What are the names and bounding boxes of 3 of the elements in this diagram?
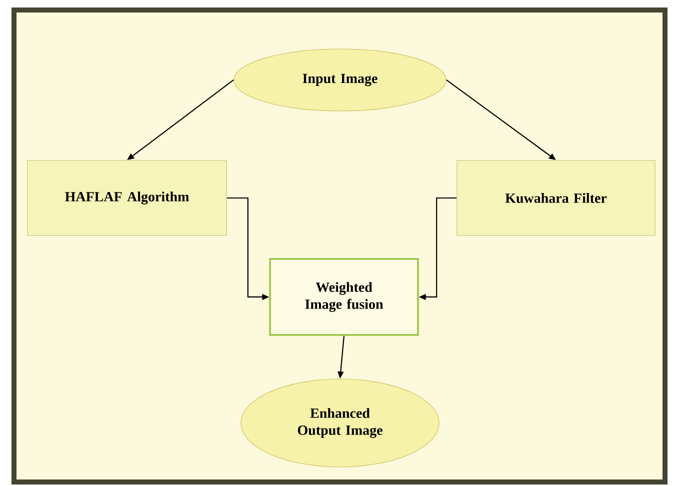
process-box: HAFLAF Algorithm — [27, 160, 227, 236]
process-box: Kuwahara Filter — [456, 160, 656, 236]
process-box: Weighted Image fusion — [269, 258, 419, 336]
